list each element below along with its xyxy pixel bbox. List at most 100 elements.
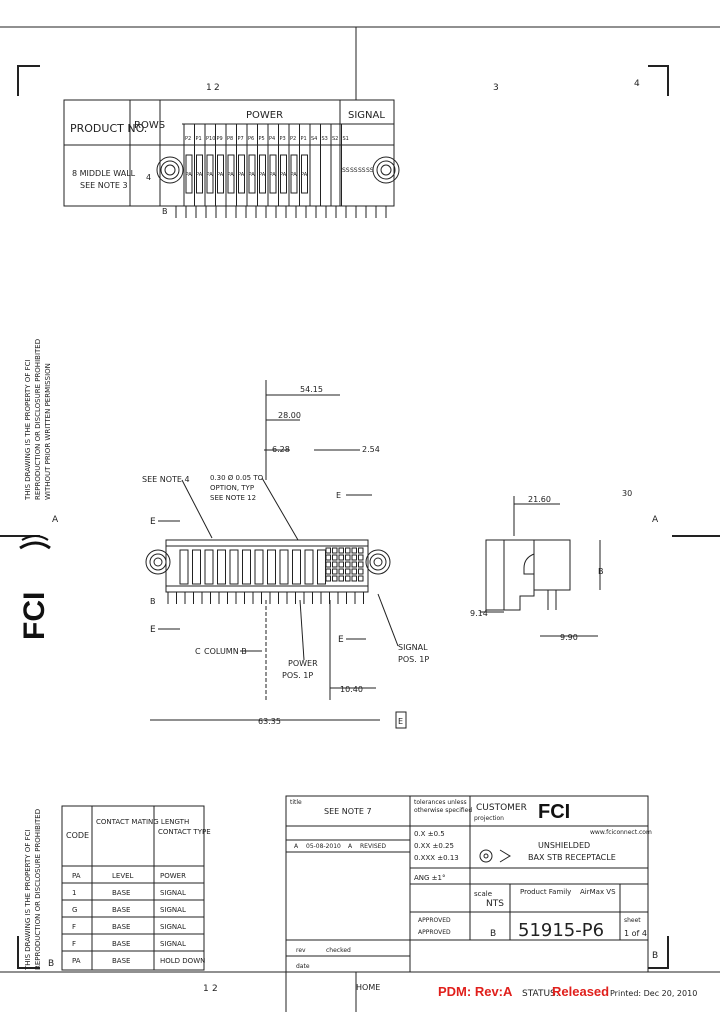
side-view: 21.60 30 B 9.14 9.90 (470, 489, 632, 642)
dim-signal-width: 10.40 (340, 685, 363, 694)
power-cell-label: PA (207, 172, 214, 178)
signal-contact (332, 575, 338, 582)
scale-label: scale (474, 890, 492, 898)
power-slot-cell (238, 154, 245, 194)
position-label: P8 (227, 136, 233, 142)
power-pos-value: POS. 1P (282, 671, 313, 680)
position-label: S3 (322, 136, 328, 142)
grid-row-label-b-right: B (652, 951, 658, 961)
contact-code-cell: 1 (72, 889, 76, 897)
connector-top-view: B (145, 539, 391, 606)
fci-side-logo-text: FCI (18, 592, 51, 640)
sheet-value: 1 of 4 (624, 929, 647, 938)
power-contact-slot (204, 549, 214, 585)
left-note-5: REPRODUCTION OR DISCLOSURE PROHIBITED (34, 809, 42, 970)
pin-label-left: B (162, 207, 168, 216)
title-block: title SEE NOTE 7 tolerances unless other… (285, 795, 652, 973)
dim-bracket: E (398, 717, 403, 726)
signal-pos-value: POS. 1P (398, 655, 429, 664)
position-label: P10 (206, 136, 215, 142)
contact-length-cell: BASE (112, 957, 130, 965)
power-cell-label: PA (270, 172, 277, 178)
position-label: P5 (259, 136, 265, 142)
grid-col-bottom-2: 2 (212, 984, 218, 994)
dim-pitch-span: 28.00 (278, 411, 301, 420)
contact-length-cell: BASE (112, 906, 130, 914)
power-cell-label: PA (196, 172, 203, 178)
rev-letter: A (348, 843, 353, 850)
marker-e-4: E (338, 635, 344, 645)
signal-pos-label: SIGNAL (398, 643, 428, 652)
power-slot-cell (259, 154, 266, 194)
units-note-2: otherwise specified (414, 807, 472, 814)
signal-cell-label: SS (342, 167, 350, 174)
bottom-rev-label: rev (296, 947, 306, 954)
signal-contact (358, 575, 364, 582)
tol-4: ANG ±1° (414, 874, 446, 882)
power-contact-slot (179, 549, 189, 585)
product-family-value: AirMax VS (580, 888, 616, 896)
signal-contact (325, 554, 331, 561)
dim-overall: 54.15 (300, 385, 323, 394)
dim-base-length: 63.35 (258, 717, 281, 726)
dim-side-top: 21.60 (528, 495, 551, 504)
position-label: P4 (269, 136, 275, 142)
coupon-callout: COLUMN B (204, 647, 247, 656)
sheet-label: sheet (624, 917, 641, 924)
signal-contact (338, 547, 344, 554)
power-slot-cell (227, 154, 235, 194)
rev-desc: REVISED (360, 843, 386, 850)
pdm-revision: PDM: Rev:A (438, 984, 513, 999)
contact-code-cell: F (72, 940, 76, 948)
see-note-callout: SEE NOTE 4 (142, 475, 190, 484)
customer-label: CUSTOMER (476, 803, 527, 813)
power-cell-label: PA (228, 172, 235, 178)
contact-code-cell: PA (72, 957, 81, 965)
contact-code-cell: G (72, 906, 77, 914)
drawing-number: 51915-P6 (518, 920, 604, 941)
left-side-notes: THIS DRAWING IS THE PROPERTY OF FCI REPR… (24, 339, 52, 971)
product-no-value: 8 MIDDLE WALL (72, 169, 136, 178)
left-note-2: REPRODUCTION OR DISCLOSURE PROHIBITED (34, 339, 42, 500)
sheet-size: B (490, 929, 496, 939)
tolerance-note: SEE NOTE 7 (324, 807, 372, 816)
section-b-label: B (150, 597, 156, 606)
power-contact-slot (192, 549, 201, 585)
left-note-3: WITHOUT PRIOR WRITTEN PERMISSION (44, 363, 52, 500)
position-label: P9 (217, 136, 223, 142)
contact-table: CODE CONTACT MATING LENGTH CONTACT TYPE … (61, 805, 211, 971)
contact-code-cell: PA (72, 872, 81, 880)
grid-row-label-b-left: B (48, 959, 54, 969)
signal-contact (338, 561, 344, 568)
power-cell-label: PA (259, 172, 266, 178)
power-header: POWER (246, 110, 283, 121)
footer-bar[interactable]: HOME PDM: Rev:A STATUS: Released Printed… (356, 983, 697, 999)
signal-contact (358, 561, 364, 568)
signal-contact (351, 547, 357, 554)
signal-contact (338, 568, 344, 575)
rows-value: 4 (146, 173, 151, 182)
grid-row-label-a-right: A (652, 515, 659, 525)
signal-contact (345, 568, 351, 575)
position-label: P1 (196, 136, 202, 142)
tol-1: 0.X ±0.5 (414, 830, 445, 838)
position-label: S2 (332, 136, 338, 142)
contact-type-cell: SIGNAL (160, 940, 186, 948)
signal-contact (338, 575, 344, 582)
power-slot-cell (248, 154, 256, 194)
home-link[interactable]: HOME (356, 983, 380, 992)
signal-cell-label: SS (358, 167, 366, 174)
main-view-dimensions: 54.15 28.00 6.28 2.54 E (264, 380, 380, 500)
main-view-callouts: SEE NOTE 4 0.30 Ø 0.05 TO OPTION, TYP SE… (142, 474, 299, 635)
contact-length-cell: BASE (112, 940, 130, 948)
position-label: P2 (185, 136, 191, 142)
fci-title-logo: FCI (538, 801, 570, 823)
signal-contact (325, 568, 331, 575)
hole-callout-3: SEE NOTE 12 (210, 494, 256, 502)
power-cell-label: PA (186, 172, 193, 178)
power-cell-label: PA (291, 172, 298, 178)
signal-contact (345, 575, 351, 582)
power-contact-slot (267, 549, 276, 585)
dim-signal-pitch: 2.54 (362, 445, 380, 454)
checked-value: APPROVED (418, 929, 451, 936)
